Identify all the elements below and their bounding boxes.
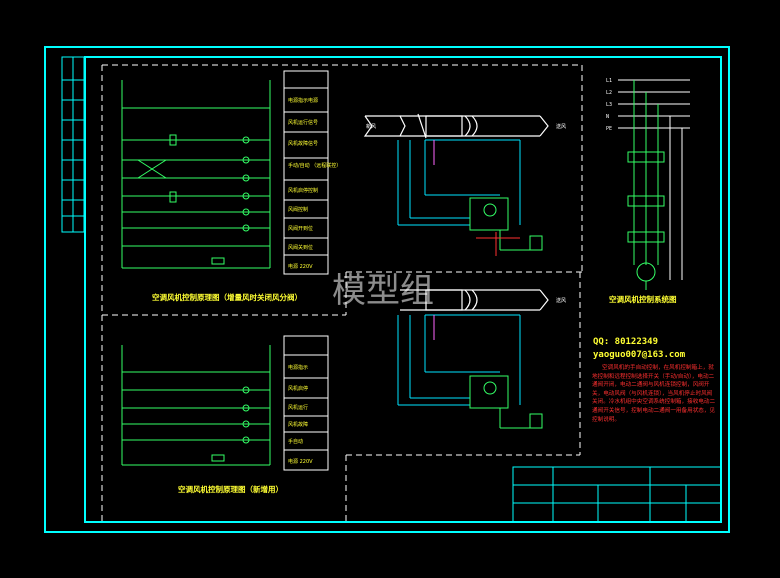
panel-a-row-5: 风阀控制 [288,206,308,213]
panel-a-row-4: 风机启停控制 [288,187,318,194]
duct-a-right-label: 送风 [556,123,566,130]
notes-block: 空调风机的手自动控制，在风机控制箱上，就地控制和远程控制选择开关（手动/自动），… [592,365,716,423]
contact-email: yaoguo007@163.com [593,350,686,360]
bus-label-n: N [606,114,609,120]
bus-label-l1: L1 [606,78,612,84]
panel-a-row-2: 风机故障信号 [288,140,318,147]
function-panel-b: 电源指示 风机启停 风机运行 风机故障 手自动 电源 220V [283,335,329,471]
notes-text: 空调风机的手自动控制，在风机控制箱上，就地控制和远程控制选择开关（手动/自动），… [592,365,716,423]
control-wiring-a [397,139,543,256]
bus-label-pe: PE [606,126,612,132]
panel-a-row-3: 手动/自动 （远程联控） [288,162,341,169]
panel-a-row-9: 电源 220V [288,263,313,270]
panel-b-row-1: 风机启停 [288,385,308,392]
panel-b-row-0: 电源指示 [288,364,308,371]
bus-label-l3: L3 [606,102,612,108]
duct-schematic-b [400,289,549,311]
duct-a-left-label: 新风 [366,123,376,130]
panel-b-row-3: 风机故障 [288,421,308,428]
panel-b-row-6: 电源 220V [288,458,313,465]
panel-b-row-4: 手自动 [288,438,303,445]
watermark-text: 模型组 [332,271,434,311]
function-panel-a: 电源指示电源 风机运行信号 风机故障信号 手动/自动 （远程联控） 风机启停控制… [283,70,341,275]
title-fan-system-diagram: 空调风机控制系统图 [609,294,677,304]
panel-a-row-1: 风机运行信号 [288,119,318,126]
title-block [512,466,722,523]
title-ahu-fan-control-b: 空调风机控制原理图（新增用） [178,484,283,494]
contact-qq: QQ: 80122349 [593,337,658,347]
panel-b-row-2: 风机运行 [288,404,308,411]
duct-b-right-label: 送风 [556,297,566,304]
control-circuit-a [121,80,271,269]
control-wiring-b [397,314,543,429]
panel-a-row-0: 电源指示电源 [288,97,318,104]
duct-schematic-a [363,113,549,139]
panel-a-row-7: 风阀关到位 [288,244,313,251]
fan-power-system [618,79,690,290]
region-dashes [101,64,583,522]
bus-label-l2: L2 [606,90,612,96]
outer-frame [44,46,730,533]
title-ahu-fan-control-a: 空调风机控制原理图（增量风时关闭风分阀） [152,292,302,302]
control-circuit-b [121,345,271,466]
inner-frame [84,56,722,523]
panel-a-row-6: 风阀开到位 [288,225,313,232]
binding-strip [61,56,85,233]
